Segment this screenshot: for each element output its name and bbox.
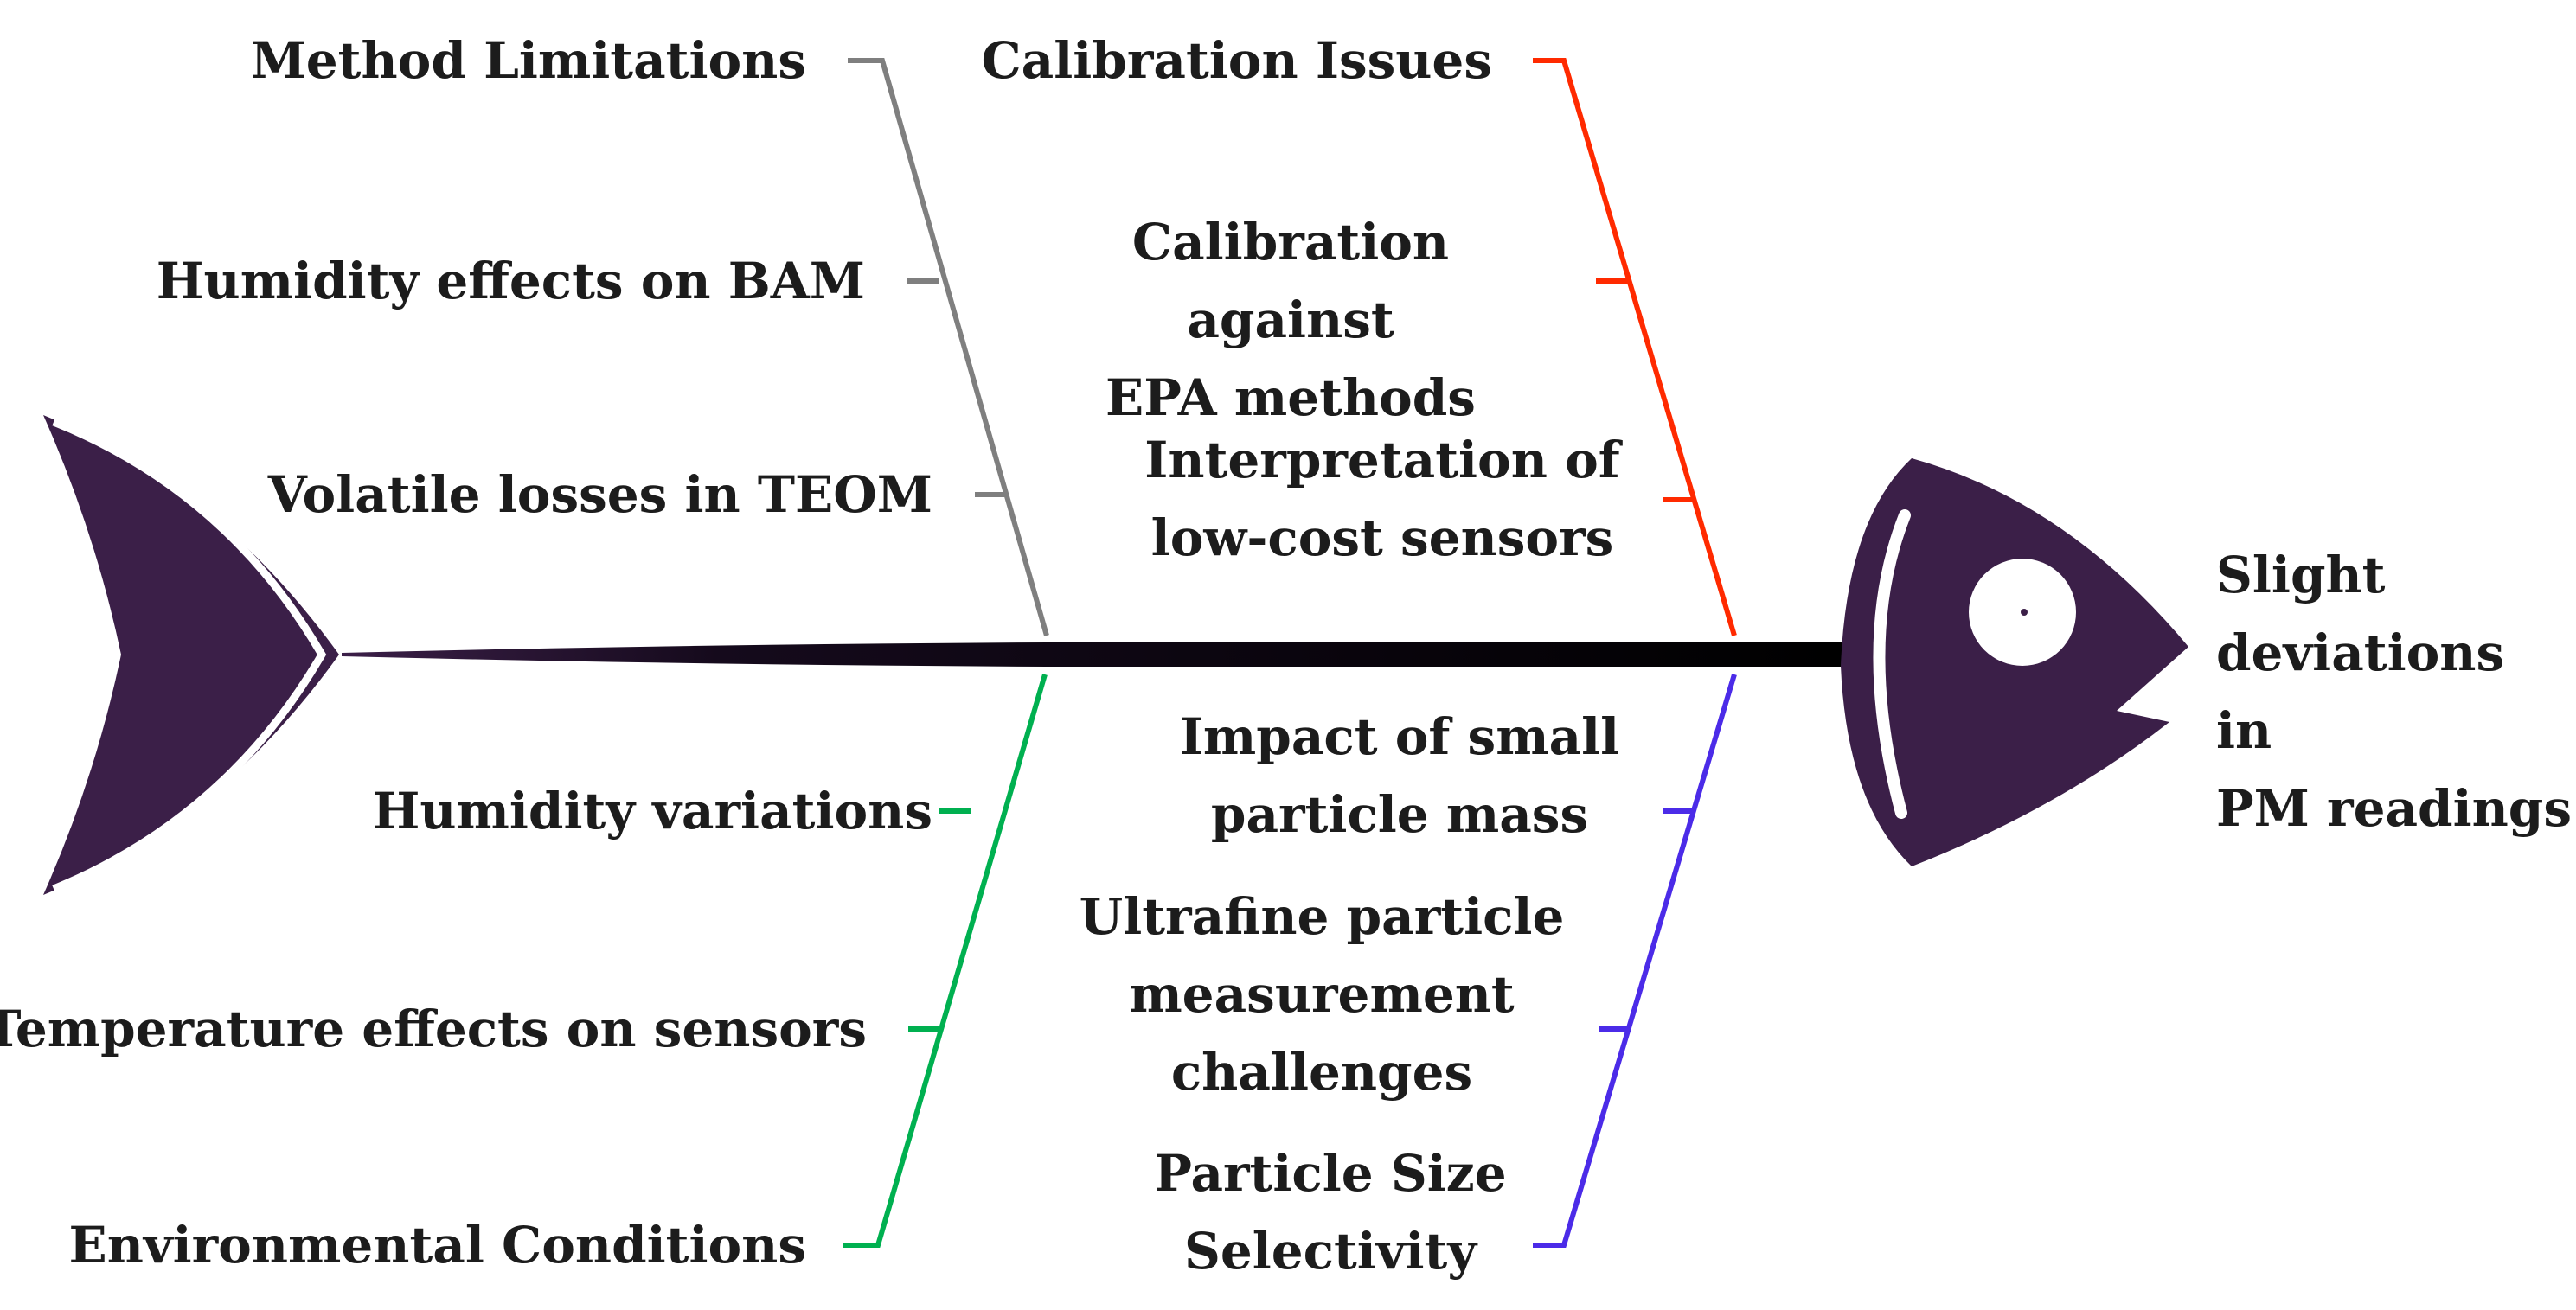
category-particle-size-selectivity: Particle Size Selectivity [1154,1144,1507,1281]
bone-calibration-issues [1533,58,1737,636]
cause-small-particle-mass: Impact of small particle mass [1179,707,1620,844]
cause-calibration-epa: Calibration against EPA methods [1105,213,1476,427]
cause-humidity-variations: Humidity variations [372,782,932,840]
fish-head-icon [1841,458,2188,866]
cause-ultrafine-particle: Ultrafine particle measurement challenge… [1079,887,1565,1102]
bone-method-limitations [848,58,1049,636]
bone-environmental-conditions [843,674,1048,1248]
fish-spine [342,642,1842,667]
cause-volatile-teom: Volatile losses in TEOM [267,465,932,524]
fish-tail-icon [43,415,339,895]
cause-interpretation-sensors: Interpretation of low-cost sensors [1144,431,1620,567]
bone-particle-size-selectivity [1533,674,1737,1248]
cause-temperature-sensors: Temperature effects on sensors [0,1000,867,1058]
cause-humidity-bam: Humidity effects on BAM [156,252,865,310]
category-calibration-issues: Calibration Issues [981,31,1492,90]
category-method-limitations: Method Limitations [250,31,806,90]
category-environmental-conditions: Environmental Conditions [68,1216,807,1275]
effect-label: Slight deviations in PM readings [2216,546,2573,838]
